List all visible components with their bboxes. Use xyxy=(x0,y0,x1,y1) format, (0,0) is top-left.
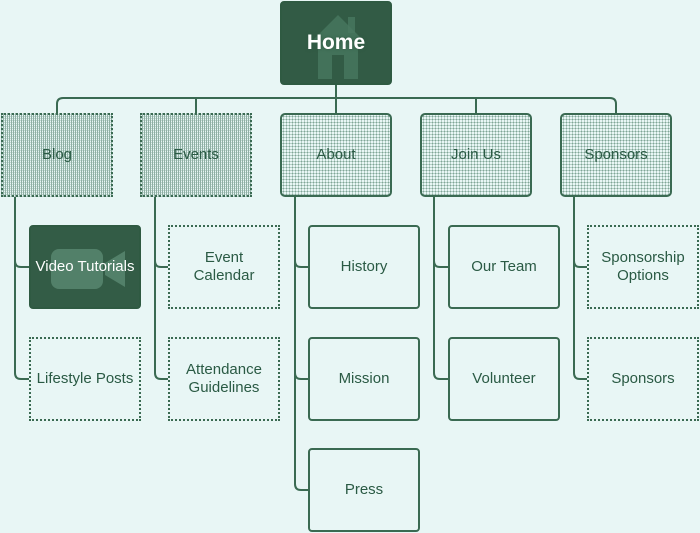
category-label: Join Us xyxy=(450,146,502,163)
page-our-team[interactable]: Our Team xyxy=(448,225,560,309)
category-label: Events xyxy=(173,146,219,163)
column-spine-line xyxy=(573,197,587,380)
category-label: About xyxy=(316,146,356,163)
page-history[interactable]: History xyxy=(308,225,420,309)
page-attendance-guidelines[interactable]: Attendance Guidelines xyxy=(168,337,280,421)
category-join-us[interactable]: Join Us xyxy=(420,113,532,197)
page-video-tutorials[interactable]: Video Tutorials xyxy=(29,225,141,309)
page-label: Sponsors xyxy=(611,370,675,387)
home-label: Home xyxy=(306,31,366,54)
video-camera-icon xyxy=(51,249,125,289)
child-branch-line xyxy=(294,260,308,268)
page-label: Lifestyle Posts xyxy=(36,370,134,387)
child-branch-line xyxy=(573,260,587,268)
page-sponsorship-options[interactable]: Sponsorship Options xyxy=(587,225,699,309)
child-branch-line xyxy=(14,260,29,268)
category-blog[interactable]: Blog xyxy=(1,113,113,197)
page-sponsors[interactable]: Sponsors xyxy=(587,337,699,421)
page-label: Volunteer xyxy=(472,370,536,387)
page-lifestyle-posts[interactable]: Lifestyle Posts xyxy=(29,337,141,421)
page-event-calendar[interactable]: Event Calendar xyxy=(168,225,280,309)
page-press[interactable]: Press xyxy=(308,448,420,532)
page-label: Press xyxy=(344,481,384,498)
child-branch-line xyxy=(294,372,308,380)
page-label: Mission xyxy=(338,370,390,387)
category-label: Sponsors xyxy=(584,146,648,163)
column-spine-line xyxy=(433,197,448,380)
category-label: Blog xyxy=(41,146,73,163)
page-mission[interactable]: Mission xyxy=(308,337,420,421)
column-spine-line xyxy=(294,197,308,491)
page-label: History xyxy=(340,258,388,275)
child-branch-line xyxy=(154,260,168,268)
page-label: Our Team xyxy=(471,258,537,275)
page-volunteer[interactable]: Volunteer xyxy=(448,337,560,421)
child-branch-line xyxy=(433,260,448,268)
page-label: Video Tutorials xyxy=(35,258,135,275)
category-sponsors[interactable]: Sponsors xyxy=(560,113,672,197)
category-about[interactable]: About xyxy=(280,113,392,197)
category-events[interactable]: Events xyxy=(140,113,252,197)
column-spine-line xyxy=(154,197,168,380)
page-label: Attendance Guidelines xyxy=(186,361,262,396)
home-node[interactable]: Home xyxy=(280,1,392,85)
page-label: Sponsorship Options xyxy=(601,249,685,284)
page-label: Event Calendar xyxy=(193,249,255,284)
house-icon xyxy=(312,15,364,79)
column-spine-line xyxy=(14,197,29,380)
